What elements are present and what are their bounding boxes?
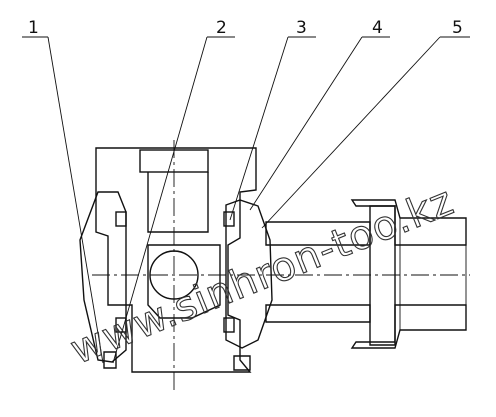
callout-label-2: 2 — [216, 18, 227, 38]
callout-label-1: 1 — [28, 18, 39, 38]
callout-1: 1 — [22, 18, 104, 364]
union-nut — [350, 199, 467, 349]
callout-label-4: 4 — [372, 18, 383, 38]
callout-4: 4 — [249, 18, 390, 211]
callout-5: 5 — [261, 18, 470, 229]
callout-3: 3 — [229, 18, 316, 221]
callout-2: 2 — [112, 18, 235, 364]
callout-label-5: 5 — [452, 18, 463, 38]
callout-label-3: 3 — [296, 18, 307, 38]
left-cap — [79, 191, 127, 369]
right-seat — [223, 199, 273, 371]
callout-group: 1 2 3 4 5 — [22, 18, 470, 364]
